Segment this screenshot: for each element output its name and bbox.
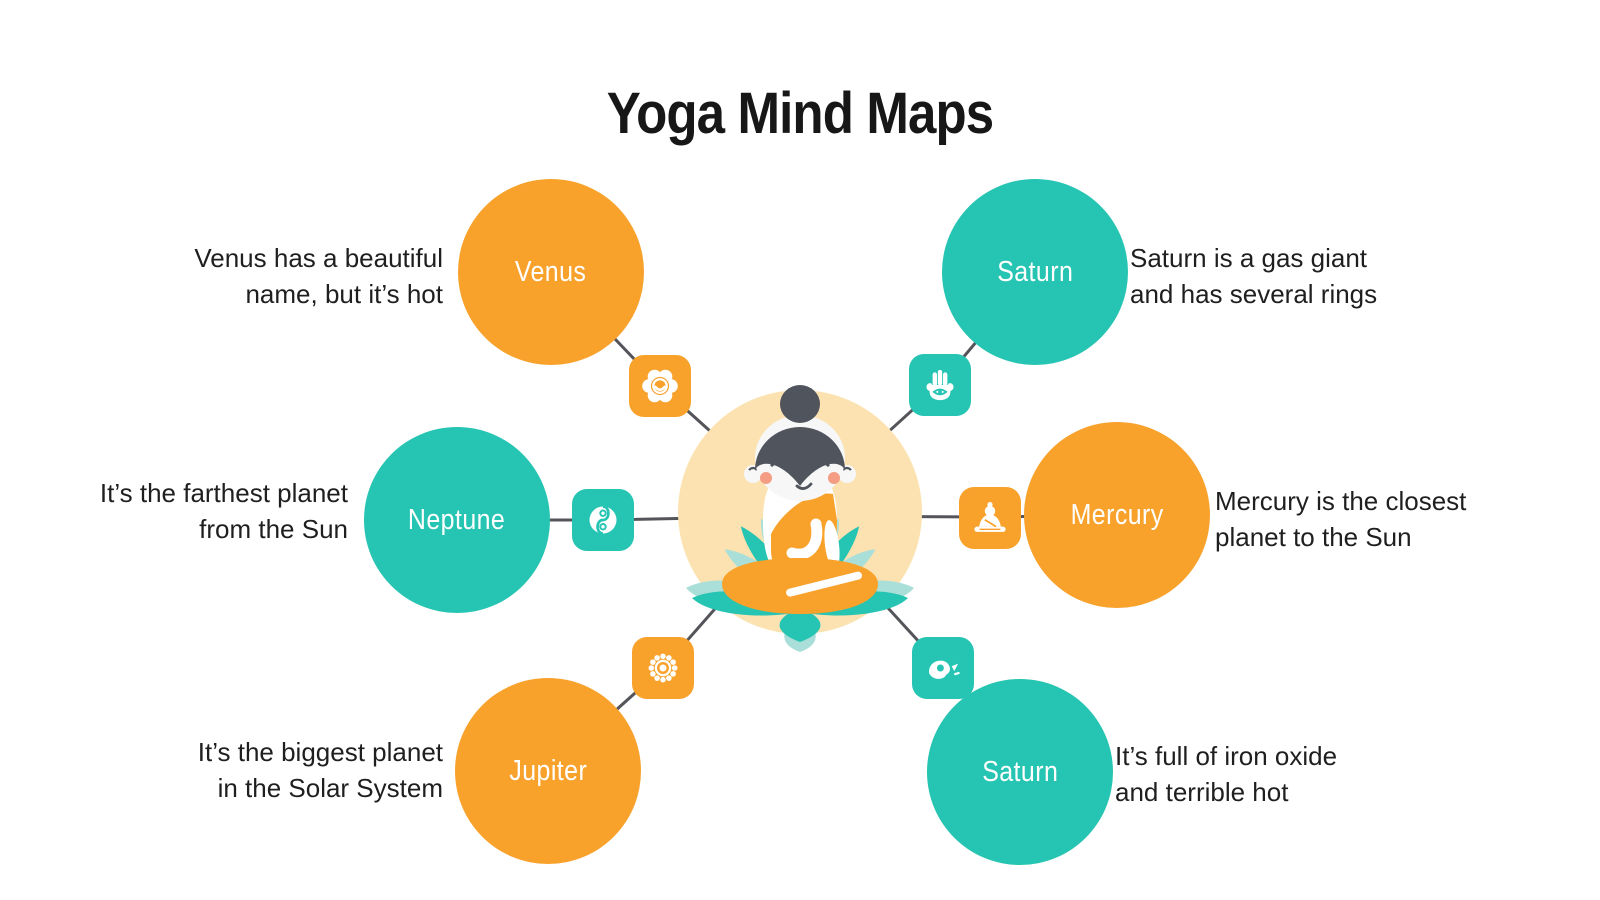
node-description-neptune: It’s the farthest planet from the Sun bbox=[100, 475, 348, 547]
desc-line: in the Solar System bbox=[217, 773, 443, 803]
closed-eye-left bbox=[770, 458, 792, 467]
node-circle-venus: Venus bbox=[458, 179, 644, 365]
node-description-saturn-bottom: It’s full of iron oxide and terrible hot bbox=[1115, 738, 1337, 810]
desc-line: It’s the biggest planet bbox=[197, 737, 443, 767]
gyan-mudra-icon bbox=[912, 637, 974, 699]
desc-line: It’s full of iron oxide bbox=[1115, 741, 1338, 771]
hamsa-hand-icon bbox=[909, 354, 971, 416]
desc-line: Mercury is the closest bbox=[1215, 486, 1467, 516]
node-label: Jupiter bbox=[509, 754, 587, 787]
meditation-pose-icon bbox=[959, 487, 1021, 549]
meditation-illustration bbox=[678, 385, 922, 652]
node-circle-neptune: Neptune bbox=[364, 427, 550, 613]
desc-line: It’s the farthest planet bbox=[99, 478, 348, 508]
node-circle-saturn-bottom: Saturn bbox=[927, 679, 1113, 865]
desc-line: from the Sun bbox=[199, 514, 348, 544]
page-title: Yoga Mind Maps bbox=[606, 81, 994, 146]
node-circle-saturn-top: Saturn bbox=[942, 179, 1128, 365]
node-label: Saturn bbox=[996, 255, 1074, 288]
desc-line: name, but it’s hot bbox=[245, 279, 443, 309]
hair-bun bbox=[780, 385, 820, 423]
yin-yang-icon bbox=[572, 489, 634, 551]
node-description-saturn-top: Saturn is a gas giant and has several ri… bbox=[1130, 240, 1377, 312]
desc-line: and terrible hot bbox=[1115, 777, 1289, 807]
smile bbox=[795, 482, 813, 490]
node-circle-mercury: Mercury bbox=[1024, 422, 1210, 608]
node-label: Venus bbox=[515, 255, 587, 288]
node-label: Neptune bbox=[408, 503, 506, 536]
node-description-venus: Venus has a beautiful name, but it’s hot bbox=[194, 240, 443, 312]
desc-line: and has several rings bbox=[1130, 279, 1378, 309]
chakra-mandala-icon bbox=[632, 637, 694, 699]
desc-line: Saturn is a gas giant bbox=[1130, 243, 1368, 273]
lotus-crown-icon bbox=[629, 355, 691, 417]
node-label: Saturn bbox=[981, 755, 1059, 788]
node-description-mercury: Mercury is the closest planet to the Sun bbox=[1215, 483, 1466, 555]
closed-eye-right bbox=[808, 458, 830, 467]
node-label: Mercury bbox=[1070, 498, 1164, 531]
node-circle-jupiter: Jupiter bbox=[455, 678, 641, 864]
desc-line: planet to the Sun bbox=[1215, 522, 1412, 552]
meditating-figure bbox=[722, 385, 878, 614]
desc-line: Venus has a beautiful bbox=[194, 243, 443, 273]
node-description-jupiter: It’s the biggest planet in the Solar Sys… bbox=[198, 734, 443, 806]
